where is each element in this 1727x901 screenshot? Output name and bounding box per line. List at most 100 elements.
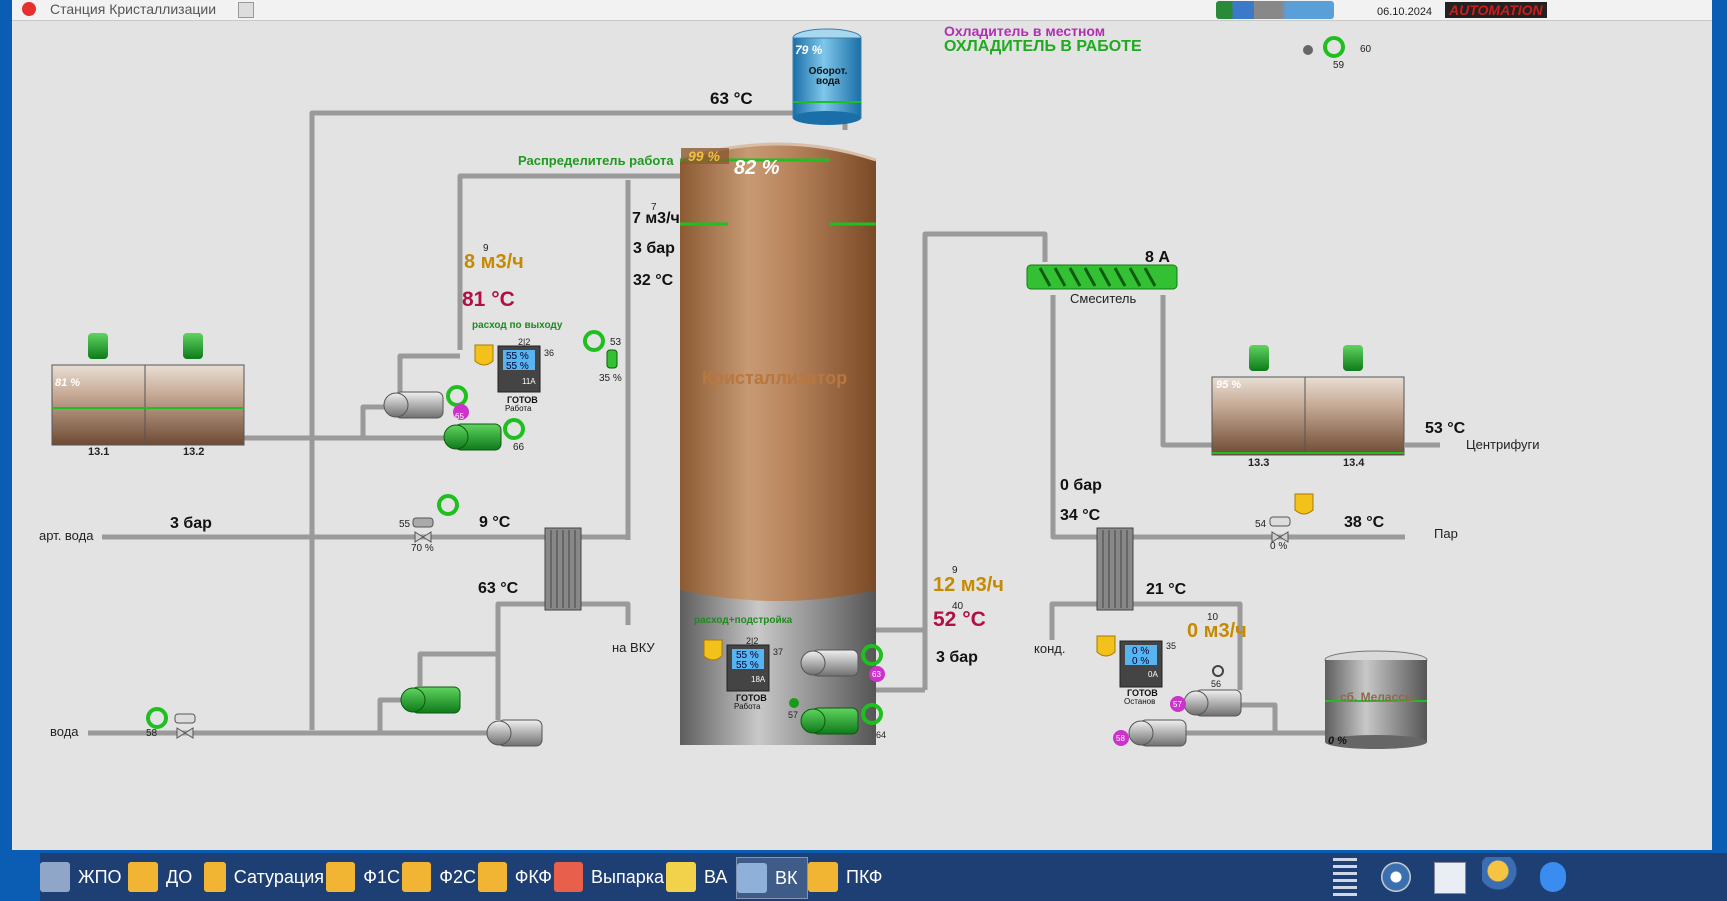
pump-66[interactable] — [443, 423, 502, 451]
recirc-flow: 12 м3/ч — [933, 574, 1004, 596]
recirc-idx: 9 — [952, 565, 958, 576]
report-icon[interactable] — [238, 2, 254, 18]
taskbar-item-3[interactable]: Ф1С — [326, 857, 400, 897]
valve-55-pct: 70 % — [411, 543, 434, 554]
ctrl-outlet-state: ГОТОВ — [507, 395, 538, 405]
valve-55[interactable] — [412, 517, 434, 543]
right-tank-pair[interactable] — [1211, 345, 1405, 456]
hx-left-temp-out: 63 °C — [478, 580, 519, 597]
distributor-flow: 7 м3/ч — [632, 210, 680, 227]
controller-right[interactable] — [1119, 640, 1163, 688]
bottom-ctrl-mode: Работа — [734, 702, 761, 711]
ctrl-right-num-56: 56 — [1211, 679, 1222, 689]
molasses-tank[interactable] — [1324, 650, 1428, 749]
pipe-mixer-right — [1160, 295, 1212, 448]
taskbar-app-icon — [478, 862, 507, 892]
pump-grey-right-upper[interactable] — [1183, 689, 1242, 717]
valve-55-num: 55 — [399, 519, 411, 530]
taskbar-item-1[interactable]: ДО — [128, 857, 202, 897]
trend-chart-icon[interactable] — [1434, 862, 1466, 894]
bottom-ctrl-state: ГОТОВ — [736, 693, 767, 703]
circ-tank-level: 79 % — [795, 43, 823, 57]
pump-grey-upper-left[interactable] — [383, 391, 444, 419]
valve-53-num: 53 — [610, 337, 622, 348]
distributor-pressure: 3 бар — [633, 240, 675, 257]
pipe-mixer-down — [1050, 295, 1098, 540]
taskbar-item-label: Выпарка — [591, 866, 664, 887]
taskbar-item-4[interactable]: Ф2С — [402, 857, 476, 897]
valve-53[interactable] — [606, 349, 618, 369]
taskbar-item-8[interactable]: ВК — [736, 857, 808, 899]
to-vku-label: на ВКУ — [612, 640, 655, 655]
right-tanks-level: 95 % — [1216, 379, 1242, 391]
steam-temp: 38 °C — [1344, 514, 1385, 531]
ctrl-outlet-line2: 55 % — [506, 361, 529, 372]
settings-gear-icon[interactable] — [1381, 862, 1411, 892]
pump-grey-63[interactable] — [800, 649, 859, 677]
status-line-2: ОХЛАДИТЕЛЬ В РАБОТЕ — [944, 38, 1142, 55]
bottom-num-64: 64 — [876, 730, 887, 740]
ctrl-outlet-amps: 11A — [522, 377, 536, 386]
recirc-temp: 52 °C — [933, 608, 986, 631]
taskbar-item-label: ЖПО — [78, 866, 122, 887]
pipe-top-temp: 63 °C — [710, 89, 753, 108]
ctrl-right-state: ГОТОВ — [1127, 688, 1158, 698]
controller-outlet[interactable] — [497, 345, 541, 393]
list-menu-icon[interactable] — [1333, 858, 1357, 896]
taskbar-app-icon — [402, 862, 432, 892]
status-icons[interactable] — [1216, 1, 1334, 19]
ctrl-right-line2: 0 % — [1132, 656, 1150, 667]
taskbar-item-2[interactable]: Сатурация — [204, 857, 324, 897]
left-tank-a-label: 13.1 — [88, 446, 110, 458]
rotation-icon-55 — [437, 494, 459, 516]
circ-water-tank[interactable] — [792, 28, 862, 125]
valve-58[interactable] — [174, 713, 196, 739]
taskbar-item-label: ДО — [166, 866, 193, 887]
power-icon[interactable] — [1540, 862, 1566, 892]
valve-54-pct: 0 % — [1270, 541, 1288, 552]
taskbar-item-9[interactable]: ПКФ — [808, 857, 894, 897]
taskbar-item-label: ФКФ — [514, 866, 552, 887]
ctrl-right-amps: 0A — [1148, 670, 1158, 679]
valve-54-num: 54 — [1255, 519, 1267, 530]
manual-hand-icon-steam — [1294, 493, 1314, 515]
bottom-num-57: 57 — [788, 710, 799, 720]
bottom-num-63: 63 — [872, 670, 881, 679]
outlet-flow: 8 м3/ч — [464, 251, 524, 273]
heat-exchanger-right[interactable] — [1096, 527, 1134, 611]
pump-66-num: 66 — [513, 442, 525, 453]
left-tanks-level: 81 % — [55, 377, 81, 389]
pipe-hx-bottom — [580, 601, 631, 625]
manual-hand-icon-outlet — [474, 344, 494, 366]
close-window-icon[interactable] — [22, 2, 36, 16]
pump-grey-right-lower[interactable] — [1128, 719, 1187, 747]
bottom-ctrl-line2: 55 % — [736, 660, 759, 671]
taskbar-item-7[interactable]: ВА — [666, 857, 734, 897]
taskbar-item-5[interactable]: ФКФ — [478, 857, 552, 897]
user-tools-icon[interactable] — [1482, 857, 1522, 897]
heat-exchanger-left[interactable] — [544, 527, 582, 611]
pump-grey-lower-left[interactable] — [486, 719, 543, 747]
controller-bottom[interactable] — [726, 644, 770, 692]
valve-58-num: 58 — [146, 728, 158, 739]
ctrl-outlet-code: 2|2 — [518, 337, 531, 347]
ctrl-outlet-line1: 55 % — [506, 351, 529, 362]
indicator-57 — [789, 698, 799, 708]
taskbar-item-label: Сатурация — [233, 866, 324, 887]
rotation-icon-pump-upper — [446, 385, 468, 407]
brand-logo: AUTOMATION — [1445, 2, 1547, 18]
pump-65-num: 65 — [455, 412, 464, 421]
rotation-icon-top-right — [1323, 36, 1345, 58]
taskbar-item-label: ВК — [775, 867, 798, 888]
taskbar-item-0[interactable]: ЖПО — [40, 857, 126, 897]
pump-64[interactable] — [800, 707, 859, 735]
left-tank-b-label: 13.2 — [183, 446, 205, 458]
molasses-tank-label: сб. Мелассы — [1340, 690, 1416, 704]
mixer-screw[interactable] — [1026, 264, 1178, 290]
rotation-icon-66 — [503, 418, 525, 440]
valve-54[interactable] — [1269, 516, 1291, 543]
taskbar-app-icon — [204, 862, 226, 892]
left-tank-pair[interactable] — [51, 333, 245, 446]
taskbar-item-6[interactable]: Выпарка — [554, 857, 664, 897]
pump-green-lower-left[interactable] — [400, 686, 461, 714]
